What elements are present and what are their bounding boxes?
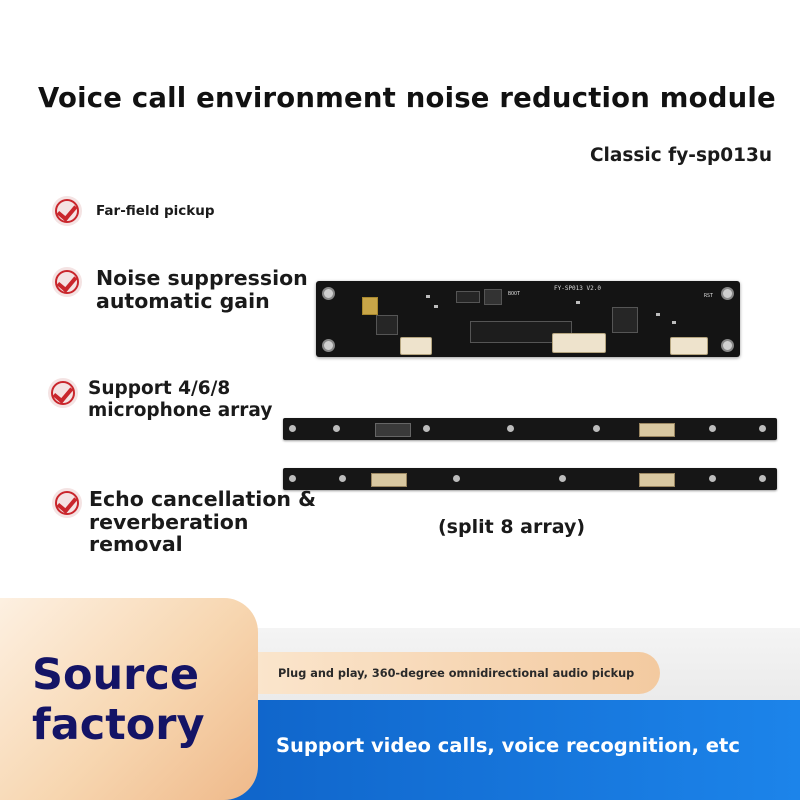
mic-dot bbox=[453, 475, 460, 482]
connector bbox=[670, 337, 708, 355]
boot-label: BOOT bbox=[508, 291, 521, 297]
mic-dot bbox=[507, 425, 514, 432]
mic-dot bbox=[709, 425, 716, 432]
mic-dot bbox=[759, 425, 766, 432]
pcb-component-area bbox=[470, 321, 572, 343]
dsp-chip bbox=[612, 307, 638, 333]
check-circle-icon bbox=[48, 378, 78, 408]
mic-dot bbox=[559, 475, 566, 482]
mic-dot bbox=[289, 425, 296, 432]
mounting-hole bbox=[721, 287, 734, 300]
smd-component bbox=[426, 295, 430, 298]
connector bbox=[400, 337, 432, 355]
mic-dot bbox=[759, 475, 766, 482]
mounting-hole bbox=[721, 339, 734, 352]
mic-dot bbox=[593, 425, 600, 432]
check-circle-icon bbox=[52, 196, 82, 226]
feature-label: Noise suppression automatic gain bbox=[96, 266, 308, 313]
blue-banner bbox=[200, 700, 800, 800]
strip-connector bbox=[639, 473, 675, 487]
mic-dot bbox=[709, 475, 716, 482]
source-factory-label: Source factory bbox=[32, 650, 205, 751]
feature-far-field: Far-field pickup bbox=[52, 196, 215, 226]
source-factory-tag bbox=[0, 598, 258, 800]
split-array-caption: (split 8 array) bbox=[438, 516, 586, 538]
page-title: Voice call environment noise reduction m… bbox=[38, 82, 776, 114]
check-circle-icon bbox=[52, 267, 82, 297]
pill-text: Plug and play, 360-degree omnidirectiona… bbox=[278, 667, 635, 680]
mic-array-strip bbox=[283, 418, 777, 440]
mic-array-strip bbox=[283, 468, 777, 490]
mic-dot bbox=[423, 425, 430, 432]
strip-connector bbox=[375, 423, 411, 437]
feature-echo-cancellation: Echo cancellation & reverberation remova… bbox=[52, 488, 319, 556]
strip-connector bbox=[371, 473, 407, 487]
crystal-component bbox=[362, 297, 378, 315]
mic-dot bbox=[333, 425, 340, 432]
rst-label: RST bbox=[704, 293, 714, 299]
smd-component bbox=[656, 313, 660, 316]
board-model-label: FY-SP013 V2.0 bbox=[554, 285, 601, 292]
mic-dot bbox=[339, 475, 346, 482]
strip-connector bbox=[639, 423, 675, 437]
mounting-hole bbox=[322, 339, 335, 352]
model-subtitle: Classic fy-sp013u bbox=[589, 145, 772, 166]
mounting-hole bbox=[322, 287, 335, 300]
feature-label: Far-field pickup bbox=[96, 203, 215, 219]
feature-label: Support 4/6/8 microphone array bbox=[88, 378, 273, 422]
smd-component bbox=[672, 321, 676, 324]
blue-banner-text: Support video calls, voice recognition, … bbox=[276, 734, 740, 757]
feature-noise-suppression: Noise suppression automatic gain bbox=[52, 267, 316, 312]
feature-mic-array: Support 4/6/8 microphone array bbox=[48, 378, 278, 422]
check-circle-icon bbox=[52, 488, 82, 518]
ic-chip bbox=[376, 315, 398, 335]
feature-label: Echo cancellation & reverberation remova… bbox=[89, 487, 317, 557]
smd-component bbox=[576, 301, 580, 304]
main-circuit-board: FY-SP013 V2.0 BOOT RST bbox=[316, 281, 740, 357]
smd-component bbox=[434, 305, 438, 308]
feature-pill bbox=[228, 652, 660, 694]
header-pins bbox=[456, 291, 480, 303]
mic-dot bbox=[289, 475, 296, 482]
connector bbox=[552, 333, 606, 353]
boot-button bbox=[484, 289, 502, 305]
